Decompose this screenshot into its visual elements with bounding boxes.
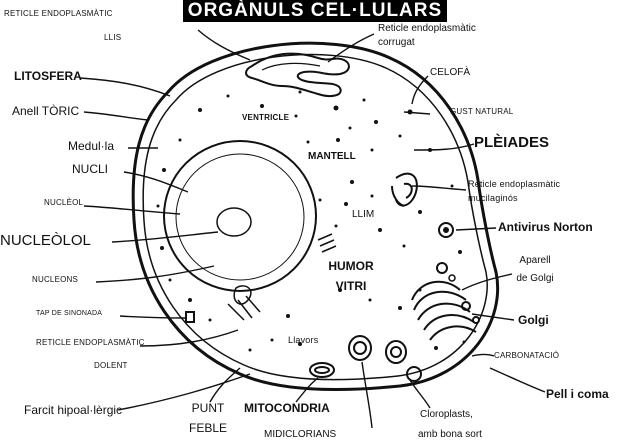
label-reticle-dolent-2: DOLENT [94,361,128,370]
label-celofa: CELOFÀ [430,67,471,78]
smooth-er-bits [227,233,337,321]
label-carbonatacio: CARBONATACIÓ [494,351,560,360]
label-pleiades: PLÈIADES [474,134,550,151]
cell-membrane-outer [131,41,500,392]
label-aparell-golgi-2: de Golgi [516,273,554,284]
label-mitocondria: MITOCONDRIA [244,401,330,415]
golgi-shape [411,280,480,341]
label-reticle-dolent: RETICLE ENDOPLASMÀTIC [36,338,145,347]
label-reticle-mucilaginos: Reticle endoplasmàtic [468,179,561,189]
tap-shape [185,311,195,323]
label-cloroplasts: Cloroplasts, [420,409,473,420]
label-golgi: Golgi [518,313,549,327]
label-midiclorians: MIDICLORIANS [264,429,337,440]
nucleolus-shape [216,207,252,237]
label-nucleons: NUCLEONS [32,275,79,284]
mitochondria-shape [309,335,422,382]
label-medulla: Medul·la [68,139,115,153]
label-cloroplasts-2: amb bona sort [418,429,482,440]
label-punt-feble-2: FEBLE [188,421,227,435]
label-aparell-golgi: Aparell [519,255,551,266]
label-anell-toric: Anell TÒRIC [12,104,80,118]
nucleus-outer [163,140,317,292]
antivirus-shape [438,222,454,238]
label-llavors: Llavors [288,335,319,345]
mucilaginous-er-shape [391,172,418,207]
diagram-title: ORGÀNULS CEL·LULARS [183,0,447,22]
cell-membrane-inner [142,53,488,381]
label-reticle-llis-2: LLIS [104,33,122,42]
label-nucleol: NUCLÈOL [44,198,84,207]
label-farcit: Farcit hipoal·lèrgic [24,403,123,417]
label-llim: LLIM [352,209,375,220]
label-ventricle: VENTRICLE [242,113,290,122]
nucleus-inner [175,153,305,281]
label-humor-vitri: HUMOR [328,259,374,273]
label-humor-vitri-2: VITRI [335,279,367,293]
rough-er-shape [245,52,350,97]
label-reticle-corrugat-2: corrugat [378,37,415,48]
label-pell-coma: Pell i coma [546,387,609,401]
label-tap-sinonada: TAP DE SINONADA [36,310,103,317]
label-nucleolol: NUCLEÒLOL [0,232,91,249]
label-reticle-corrugat: Reticle endoplasmàtic [378,23,476,34]
leader-lines [79,29,546,429]
cytoplasm-dots [156,90,466,352]
label-nucli: NUCLI [72,162,109,176]
label-punt-feble: PUNT [191,401,225,415]
label-reticle-llis: RETICLE ENDOPLASMÀTIC [4,9,113,18]
label-antivirus: Antivirus Norton [498,220,593,234]
label-reticle-mucilaginos-2: mucilaginós [468,193,518,203]
label-mantell: MANTELL [308,151,356,162]
label-litosfera: LITOSFERA [14,69,82,83]
label-gust-natural: GUST NATURAL [450,107,514,116]
